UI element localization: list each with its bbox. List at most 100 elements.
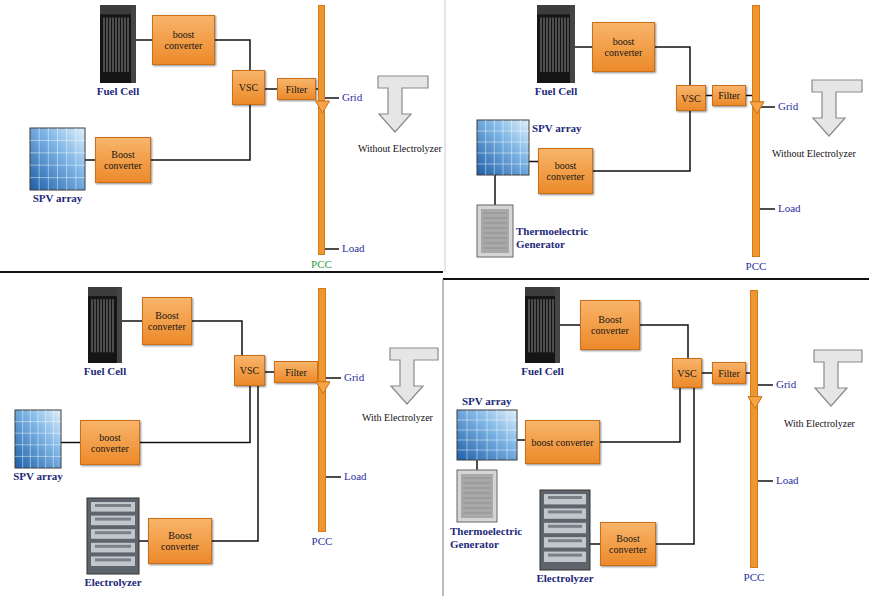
power-wire <box>593 111 690 171</box>
converter-block: boost converter <box>80 420 140 465</box>
annotation-label: Load <box>776 474 799 487</box>
power-wire <box>265 88 277 90</box>
power-wire <box>640 325 688 358</box>
thermoelectric-generator: Thermoelectric Generator <box>457 470 497 522</box>
source-label: PCC <box>312 535 333 548</box>
annotation-label: With Electrolyzer <box>784 418 855 430</box>
power-wire <box>517 439 525 441</box>
power-wire <box>600 388 680 442</box>
power-wire <box>151 105 250 160</box>
thermoelectric-generator-picture <box>477 205 513 257</box>
converter-block: VSC <box>672 358 702 388</box>
source-label: SPV array <box>462 395 512 408</box>
block-label: boost converter <box>593 36 654 58</box>
electrolyzer-stack-picture <box>87 498 139 574</box>
fuel-cell-stack: Fuel Cell <box>525 287 560 363</box>
power-wire <box>61 442 80 444</box>
source-label: PCC <box>746 260 767 273</box>
block-label: Filter <box>713 90 745 101</box>
power-wire <box>212 386 258 541</box>
power-wire <box>122 320 142 322</box>
power-wire <box>140 386 250 443</box>
converter-block: Boost converter <box>95 137 151 183</box>
panel-divider <box>443 279 444 596</box>
fuel-cell-stack: Fuel Cell <box>100 5 136 83</box>
power-wire <box>702 372 712 374</box>
annotation-label: Load <box>342 242 365 255</box>
source-label: Electrolyzer <box>84 576 141 589</box>
mode-arrow <box>378 76 862 406</box>
fuel-cell-stack-picture <box>100 5 136 83</box>
power-wire <box>215 40 250 70</box>
solar-pv-array: SPV array <box>30 128 85 190</box>
source-label: SPV array <box>532 122 582 135</box>
source-label: Fuel Cell <box>84 365 126 378</box>
solar-pv-array-picture <box>30 128 85 190</box>
block-label: Boost converter <box>143 310 191 332</box>
converter-block: Boost converter <box>148 518 212 564</box>
converter-block: VSC <box>676 85 706 111</box>
pcc-bus-picture <box>751 291 759 569</box>
annotation-label: Grid <box>776 378 796 391</box>
fuel-cell-stack: Fuel Cell <box>537 5 575 83</box>
panel-divider <box>443 278 869 280</box>
annotation-label: Without Electrolyzer <box>772 148 856 160</box>
power-wire <box>590 543 600 545</box>
converter-block: VSC <box>234 355 265 386</box>
converter-block: VSC <box>232 70 265 105</box>
converter-block: Boost converter <box>600 522 656 566</box>
pcc-bus: PCC <box>318 288 326 532</box>
thermoelectric-generator: Thermoelectric Generator <box>477 205 513 257</box>
converter-block: boost converter <box>525 420 600 464</box>
block-label: Filter <box>275 367 317 378</box>
source-label: Thermoelectric Generator <box>450 525 536 550</box>
pcc-bus: PCC <box>752 5 760 257</box>
power-wire <box>575 46 592 48</box>
source-label: PCC <box>744 571 765 584</box>
solar-pv-array-picture <box>15 410 61 468</box>
converter-block: boost converter <box>592 22 655 72</box>
pcc-bus: PCC <box>318 5 325 255</box>
block-label: VSC <box>235 365 264 376</box>
annotation-label: Load <box>344 470 367 483</box>
fuel-cell-stack-picture <box>537 5 575 83</box>
electrolyzer-stack: Electrolyzer <box>540 490 590 570</box>
panel-divider <box>445 0 446 272</box>
block-label: VSC <box>677 93 705 104</box>
electrolyzer-stack-picture <box>540 490 590 570</box>
source-label: Fuel Cell <box>535 85 577 98</box>
converter-block: boost converter <box>538 148 593 194</box>
power-wire <box>476 460 478 470</box>
converter-block: Boost converter <box>142 297 192 345</box>
fuel-cell-stack: Fuel Cell <box>88 287 122 363</box>
converter-block: boost converter <box>152 15 215 65</box>
power-wire <box>494 175 496 205</box>
source-label: Thermoelectric Generator <box>516 225 600 250</box>
annotation-label: Grid <box>344 371 364 384</box>
fuel-cell-stack-picture <box>525 287 560 363</box>
converter-block: Filter <box>274 361 318 383</box>
block-label: VSC <box>233 82 264 93</box>
power-wire <box>655 47 690 85</box>
block-label: boost converter <box>539 160 592 182</box>
solar-pv-array: SPV array <box>15 410 61 468</box>
power-wire <box>529 161 538 163</box>
source-label: Fuel Cell <box>521 365 563 378</box>
source-label: Electrolyzer <box>536 572 593 585</box>
power-wire <box>85 159 95 161</box>
block-label: Filter <box>713 368 745 379</box>
converter-block: Filter <box>712 362 746 384</box>
power-wire <box>265 371 274 373</box>
annotation-label: Grid <box>342 91 362 104</box>
solar-pv-array-picture <box>477 120 529 175</box>
annotation-label: Load <box>778 202 801 215</box>
source-label: Fuel Cell <box>97 85 139 98</box>
power-wire <box>136 39 152 41</box>
thermoelectric-generator-picture <box>457 470 497 522</box>
pcc-bus-picture <box>319 6 326 256</box>
annotation-label: With Electrolyzer <box>362 412 433 424</box>
block-label: boost converter <box>81 432 139 454</box>
block-label: Boost converter <box>149 530 211 552</box>
power-wire <box>139 540 148 542</box>
